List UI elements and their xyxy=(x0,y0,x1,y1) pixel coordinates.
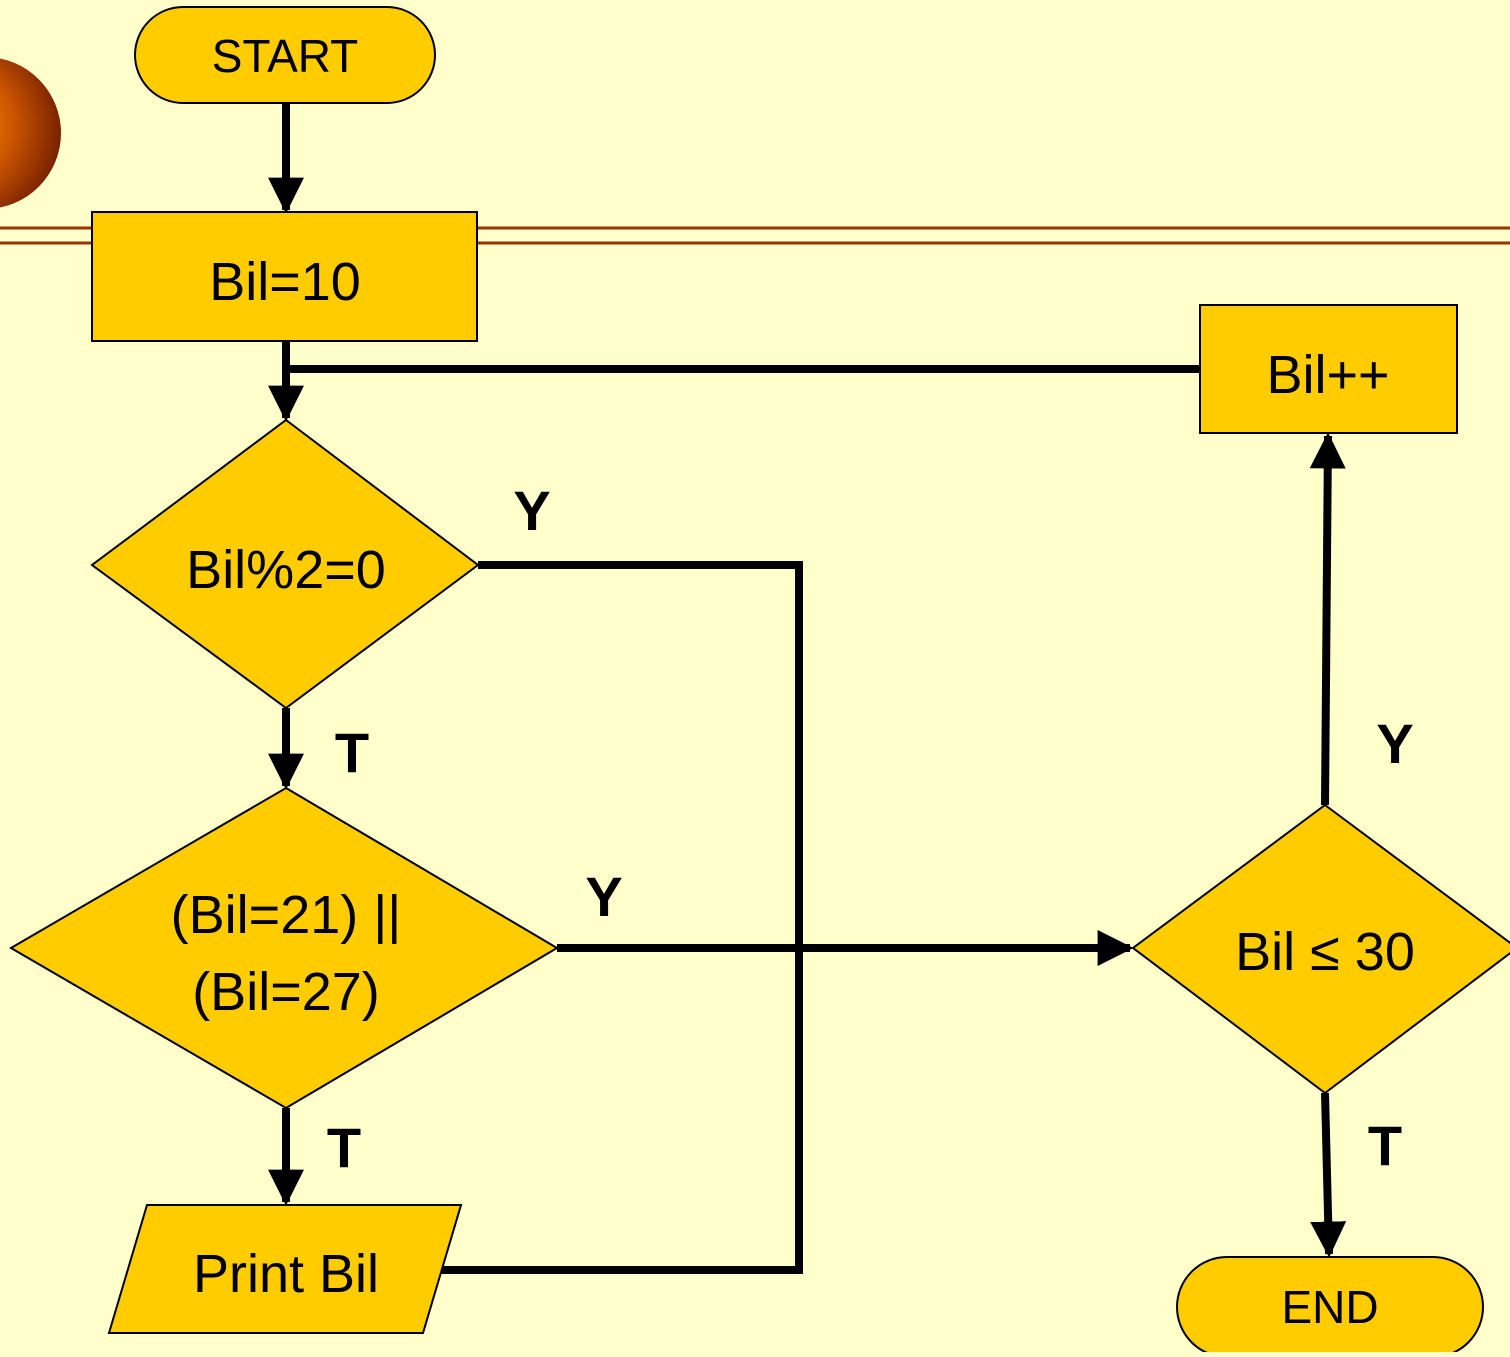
increment-process: Bil++ xyxy=(1199,304,1458,434)
start-shape xyxy=(134,6,436,104)
even-check-decision: Bil%2=0 xyxy=(90,418,480,710)
arrow-limit-yes-to-increment xyxy=(1309,432,1346,806)
start-label: START xyxy=(212,30,359,82)
increment-process-label: Bil++ xyxy=(1266,345,1389,405)
branch-labels: Y T Y T Y T xyxy=(327,479,1414,1179)
special-yes-label: Y xyxy=(585,865,622,928)
print-output-shape xyxy=(107,1204,463,1334)
even-check-shape xyxy=(90,418,480,710)
limit-yes-label: Y xyxy=(1376,712,1413,775)
increment-process-shape xyxy=(1199,304,1458,434)
special-check-shape xyxy=(9,786,559,1110)
even-no-label: T xyxy=(335,721,369,784)
limit-check-label: Bil ≤ 30 xyxy=(1235,922,1415,982)
decorative-bullet-circle xyxy=(0,58,61,208)
init-process-label: Bil=10 xyxy=(209,252,361,312)
even-check-label: Bil%2=0 xyxy=(186,540,386,600)
end-label: END xyxy=(1281,1281,1378,1333)
line-even-yes-and-print-return xyxy=(438,561,803,1274)
end-shape xyxy=(1176,1256,1484,1357)
connectors xyxy=(268,103,1347,1274)
print-output-label: Print Bil xyxy=(193,1244,379,1304)
special-check-decision: (Bil=21) || (Bil=27) xyxy=(9,786,559,1110)
limit-check-shape xyxy=(1131,803,1510,1095)
print-output: Print Bil xyxy=(107,1204,463,1334)
even-yes-label: Y xyxy=(513,479,550,542)
limit-check-decision: Bil ≤ 30 xyxy=(1131,803,1510,1095)
special-check-label-line2: (Bil=27) xyxy=(192,962,380,1022)
init-process-shape xyxy=(91,211,478,342)
special-check-label-line1: (Bil=21) || xyxy=(171,885,402,945)
start-terminator: START xyxy=(134,6,436,104)
limit-no-label: T xyxy=(1368,1114,1402,1177)
special-no-label: T xyxy=(327,1116,361,1179)
end-terminator: END xyxy=(1176,1256,1484,1357)
arrow-limit-no-to-end xyxy=(1310,1092,1347,1258)
init-process: Bil=10 xyxy=(91,211,478,342)
